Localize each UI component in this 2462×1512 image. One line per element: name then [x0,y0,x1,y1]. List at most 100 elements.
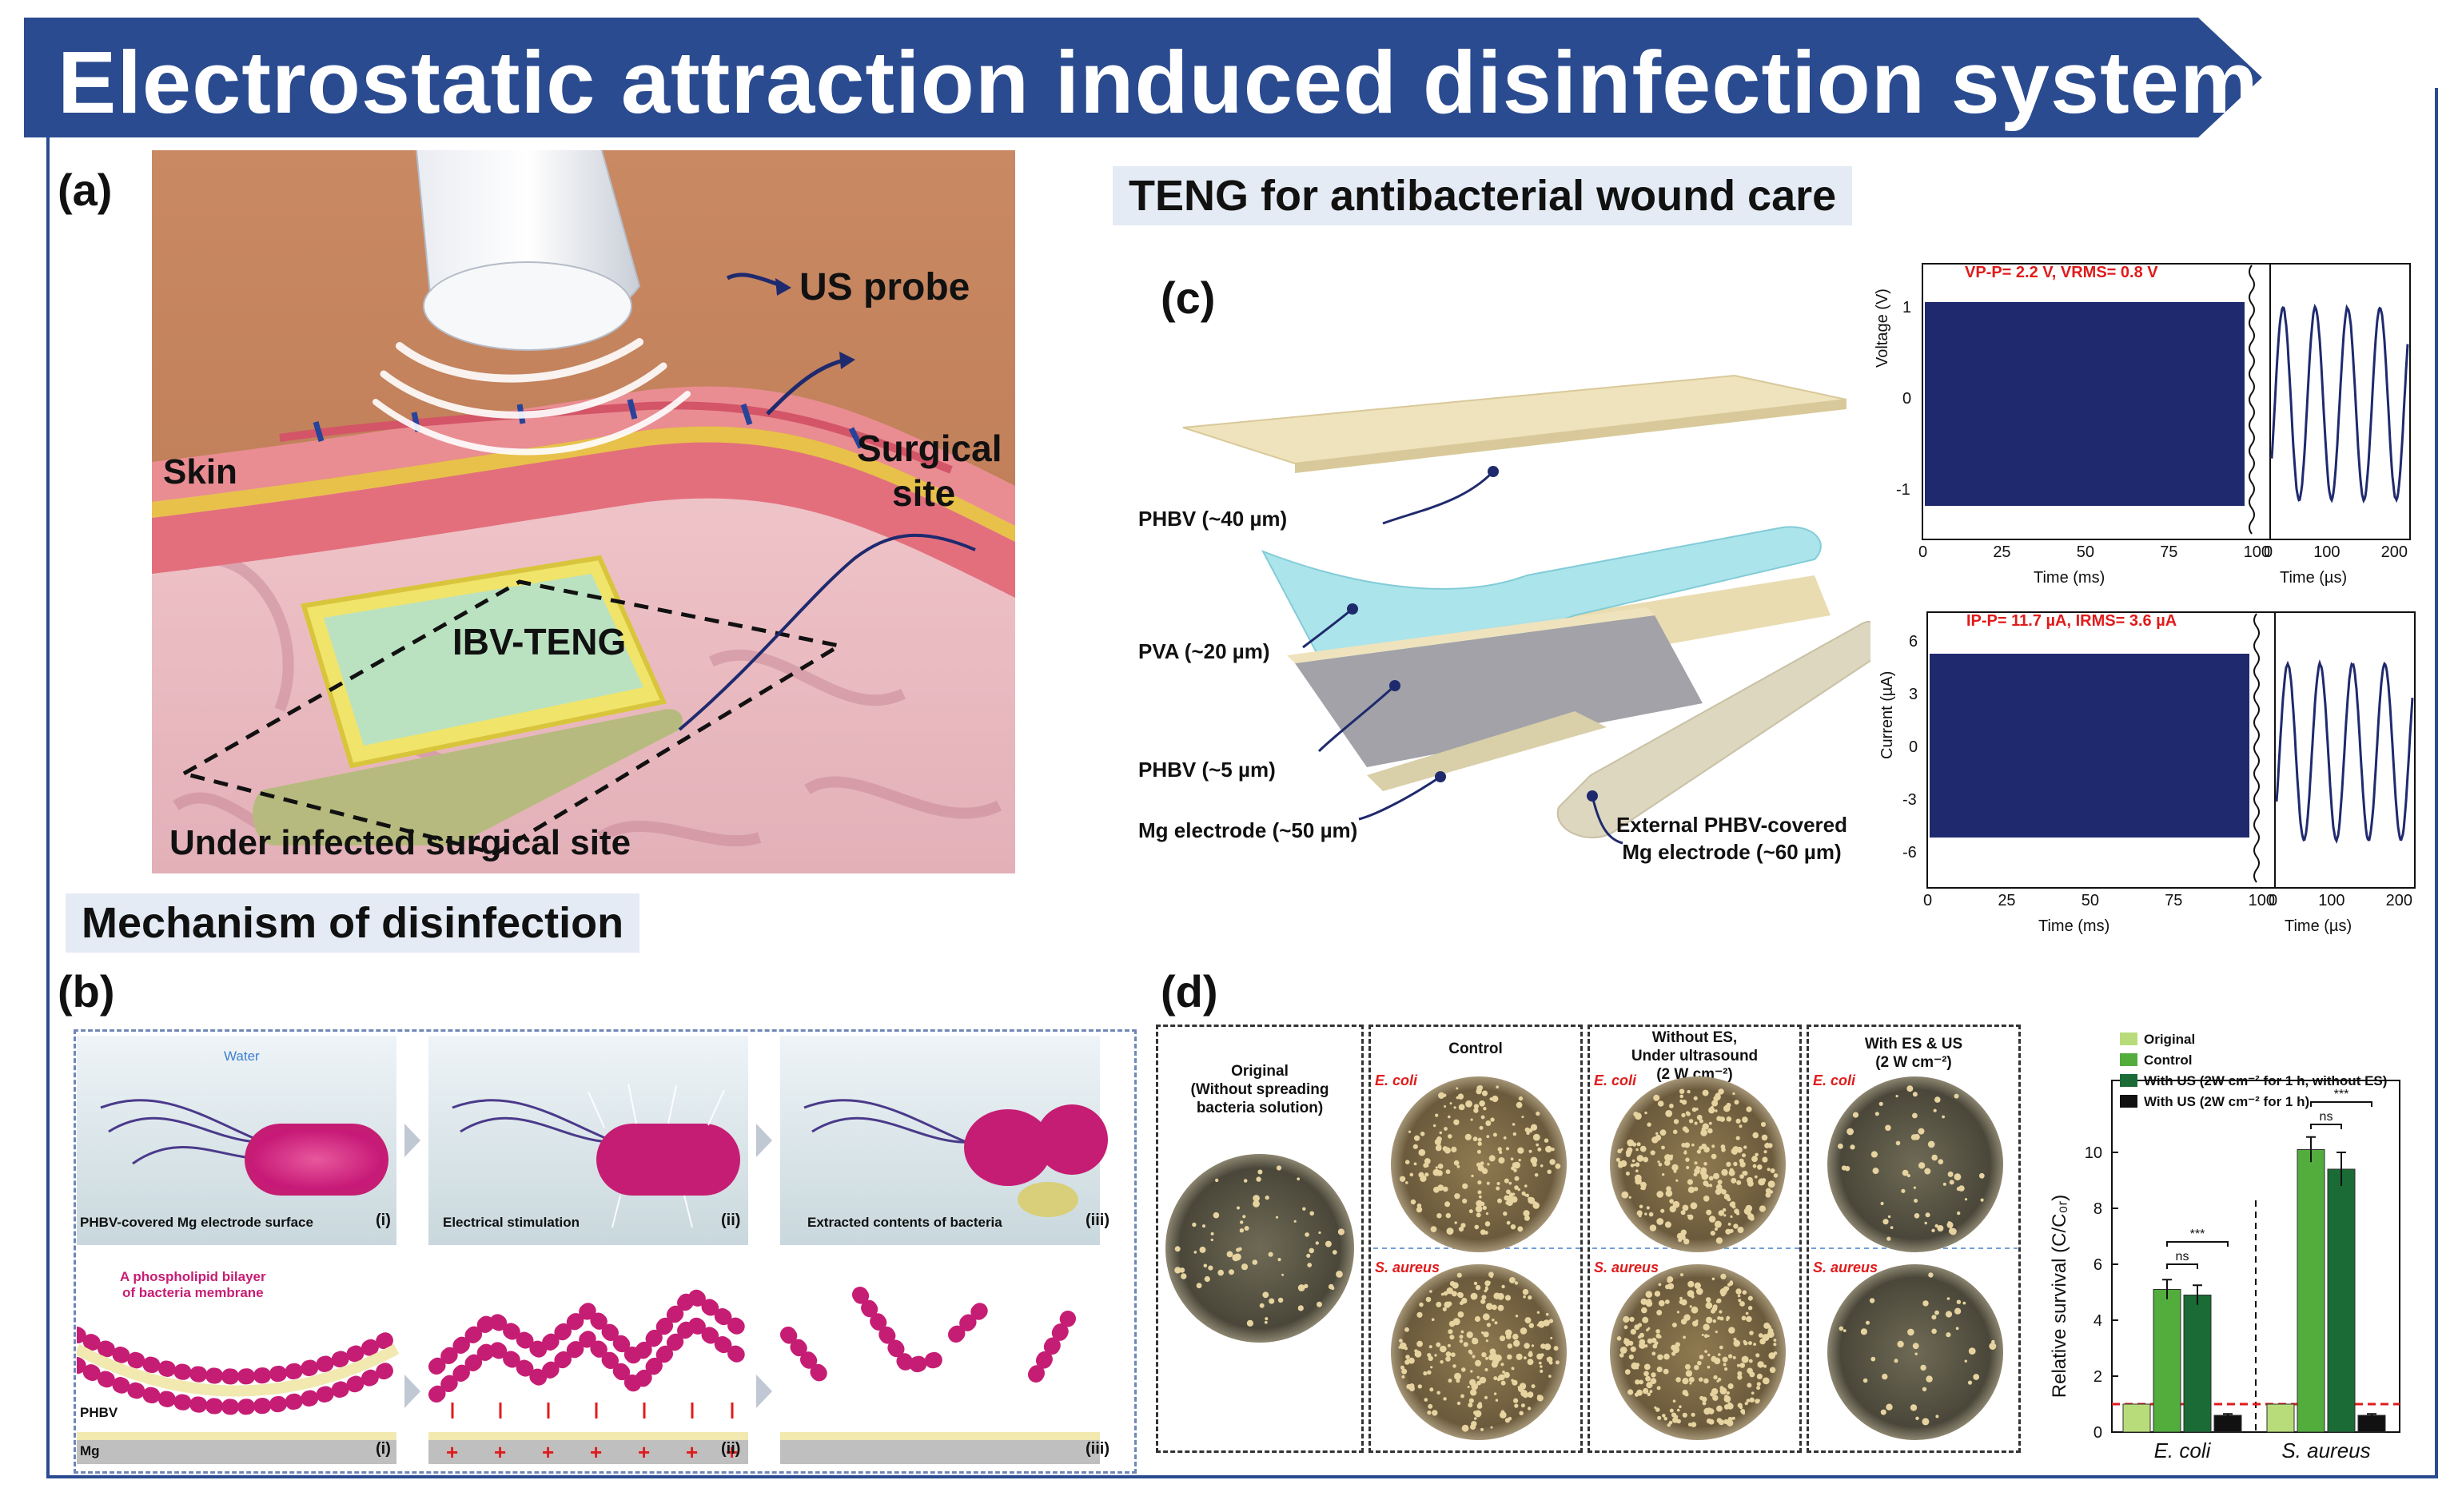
colony-dot [1446,1169,1451,1174]
colony-dot [1969,1347,1976,1355]
colony-dot [1723,1357,1728,1363]
colony-dot [1659,1300,1665,1307]
colony-dot [1513,1340,1520,1347]
survival-bar-chart: 0246810Relative survival (C/C₀ᵣ)E. colin… [2040,1025,2408,1472]
colony-dot [1690,1305,1692,1307]
colony-dot [1770,1190,1773,1193]
colony-dot [1540,1164,1544,1168]
colony-dot [1436,1391,1440,1395]
colony-dot [1529,1323,1534,1328]
colony-dot [1950,1180,1954,1184]
colony-dot [1556,1164,1561,1169]
colony-dot [1647,1123,1651,1127]
colony-dot [1728,1383,1734,1389]
colony-dot [1454,1373,1461,1380]
colony-dot [1699,1120,1703,1124]
colony-dot [1687,1281,1694,1287]
colony-dot [1931,1155,1938,1161]
colony-dot [1732,1205,1736,1209]
colony-dot [1656,1191,1663,1198]
colony-dot [1757,1374,1763,1379]
colony-dot [1433,1169,1440,1176]
colony-dot [1847,1129,1851,1133]
colony-dot [1398,1347,1400,1349]
colony-dot [1721,1148,1726,1152]
colony-dot [1519,1096,1523,1100]
colony-dot [1728,1417,1733,1422]
colony-dot [1433,1124,1436,1127]
colony-dot [1935,1224,1938,1228]
colony-dot [1667,1423,1671,1427]
colony-dot [1674,1119,1679,1124]
colony-dot [1720,1117,1723,1120]
bacteria-sequence [77,1036,1133,1245]
colony-dot [1712,1278,1715,1281]
colony-dot [1643,1157,1648,1163]
colony-dot [1746,1312,1749,1315]
colony-dot [1458,1311,1464,1318]
colony-dot [1759,1205,1766,1212]
colony-dot [1922,1418,1929,1425]
vxr-100: 100 [2313,543,2340,562]
colony-dot [1506,1334,1512,1339]
colony-dot [1462,1199,1467,1204]
voltage-ytick-1: 1 [1902,299,1911,317]
colony-dot [1278,1298,1283,1303]
colony-dot [1658,1100,1664,1107]
colony-dot [1518,1188,1520,1191]
colony-dot [1443,1094,1446,1097]
colony-dot [1624,1338,1627,1340]
colony-dot [1632,1142,1636,1146]
colony-dot [1991,1340,1995,1344]
colony-dot [1419,1303,1424,1307]
colony-dot [1730,1280,1734,1284]
colony-dot [1695,1108,1699,1111]
colony-dot [1505,1201,1509,1205]
colony-dot [1406,1359,1410,1363]
colony-dot [1714,1358,1720,1364]
colony-dot [1507,1355,1512,1360]
colony-dot [1681,1299,1687,1306]
colony-dot [1483,1331,1488,1337]
colony-dot [1532,1344,1534,1347]
colony-dot [1881,1410,1886,1415]
colony-dot [1712,1103,1715,1106]
colony-dot [1685,1364,1691,1370]
colony-dot [1663,1369,1669,1375]
colony-dot [1256,1176,1261,1181]
colony-dot [1763,1334,1770,1341]
colony-dot [1981,1199,1984,1202]
colony-dot [1965,1360,1967,1363]
colony-dot [1629,1391,1633,1395]
colony-dot [1504,1136,1507,1140]
colony-dot [1715,1109,1717,1112]
colony-dot [1472,1338,1477,1343]
vx-75: 75 [2160,543,2177,562]
colony-dot [1727,1116,1732,1122]
colony-dot [1719,1310,1722,1313]
colony-dot [1512,1367,1515,1370]
colony-dot [1517,1148,1524,1154]
colony-dot [1460,1395,1464,1399]
colony-dot [1234,1254,1241,1261]
colony-dot [1646,1328,1649,1331]
colony-dot [1733,1356,1736,1359]
colony-dot [1454,1193,1460,1199]
colony-dot [1624,1325,1628,1329]
colony-dot [1297,1177,1300,1180]
colony-dot [1544,1139,1548,1143]
colony-dot [1743,1290,1747,1295]
colony-dot [1469,1209,1473,1213]
colony-dot [1711,1154,1717,1160]
colony-dot [1408,1131,1411,1133]
colony-dot [1440,1132,1443,1135]
colony-dot [1746,1107,1751,1112]
colony-dot [1480,1428,1484,1431]
colony-dot [1694,1187,1698,1191]
plate-original [1165,1154,1354,1343]
colony-dot [1467,1331,1473,1338]
colony-dot [1500,1363,1504,1366]
colony-dot [1205,1276,1210,1282]
current-ytick-0: 0 [1909,738,1918,757]
colony-dot [1639,1343,1645,1348]
